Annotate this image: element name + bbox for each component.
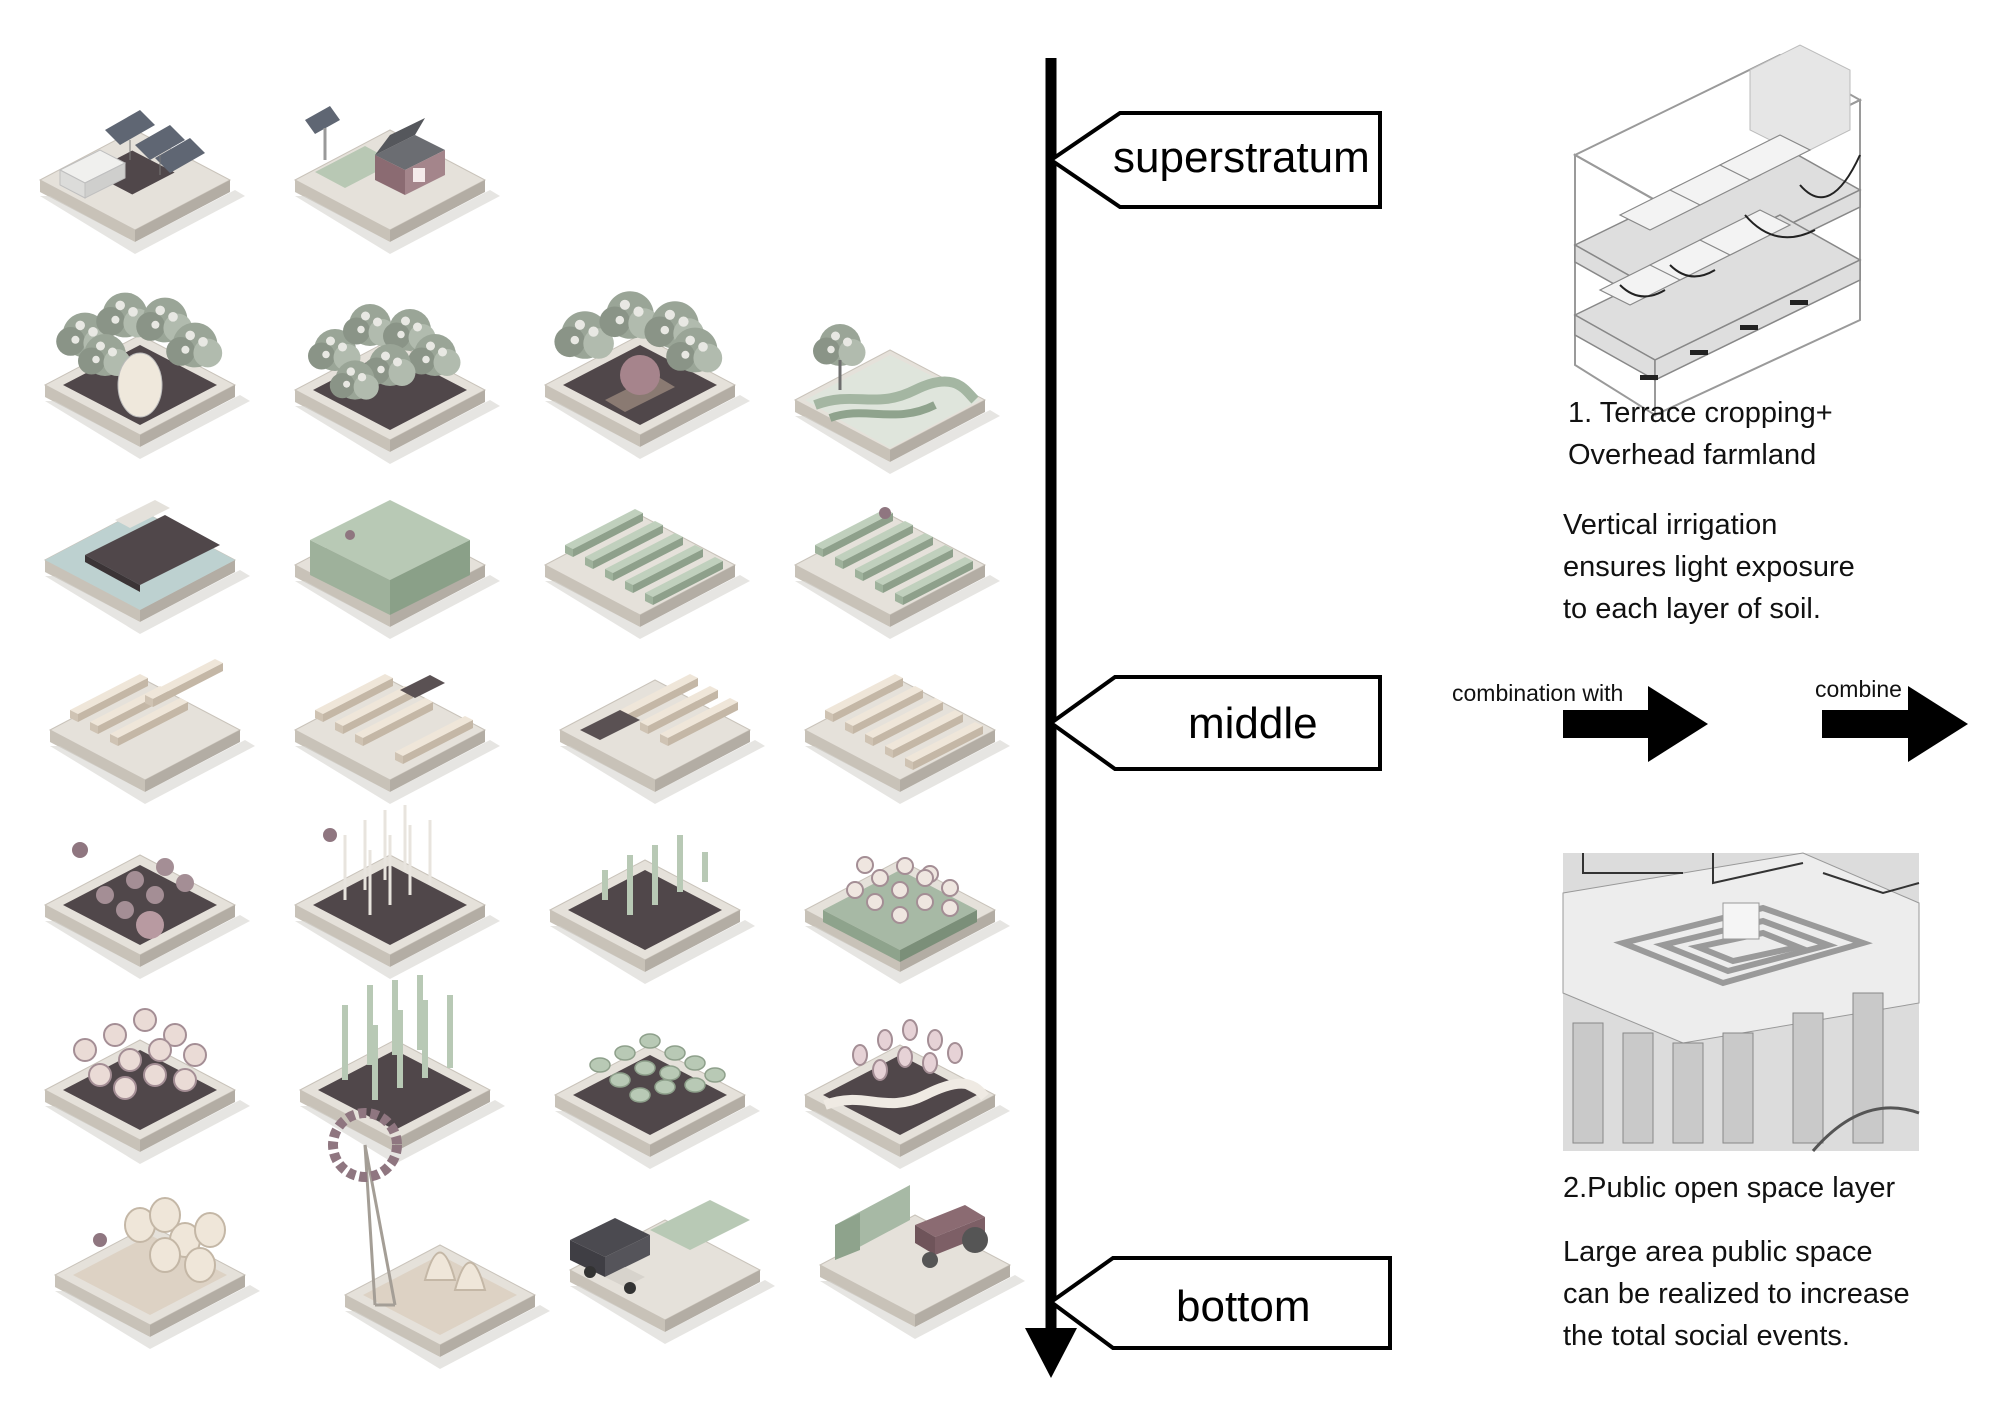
tag-superstratum-shape [1047, 111, 1382, 209]
item1-title: 1. Terrace cropping+ Overhead farmland [1568, 392, 1968, 476]
combine-label: combine [1815, 676, 1902, 702]
tile-cream-rows-4 [804, 674, 1011, 805]
tile-hay-bales [54, 1197, 261, 1350]
tag-bottom-label: bottom [1176, 1282, 1311, 1331]
tile-sage-rows-2 [794, 507, 1001, 640]
tile-cream-rows-3 [559, 674, 766, 805]
tile-corn [299, 975, 506, 1165]
vertical-axis [1025, 58, 1077, 1378]
tag-superstratum-label: superstratum [1113, 133, 1370, 182]
tile-water-soil [44, 500, 251, 635]
item1-title-line1: 1. Terrace cropping+ [1568, 397, 1833, 429]
tag-middle-label: middle [1188, 699, 1318, 748]
item2-desc-line3: the total social events. [1563, 1320, 1850, 1352]
tile-greenhouse-solar [39, 110, 246, 255]
tile-sprouts [549, 835, 756, 985]
combination-with-label: combination with [1452, 680, 1624, 706]
tile-orchard-trees [294, 304, 501, 465]
item2-title: 2.Public open space layer [1563, 1172, 1896, 1204]
item2-desc-line2: can be realized to increase [1563, 1278, 1910, 1310]
tile-sage-rows-1 [544, 509, 751, 640]
tile-orchard-apple [544, 291, 751, 460]
tile-windmill [328, 1108, 551, 1370]
tile-sunflowers [44, 1008, 251, 1165]
item1-desc-line3: to each layer of soil. [1563, 593, 1821, 625]
tile-truck [569, 1200, 776, 1345]
tile-leafy-greens [554, 1033, 761, 1170]
public-space-illustration [1562, 852, 1920, 1152]
item1-desc-line2: ensures light exposure [1563, 551, 1855, 583]
tile-orchard-pear [44, 292, 251, 460]
tile-hill-tree [794, 324, 1001, 475]
tile-stakes [294, 805, 501, 980]
tile-tractor [819, 1185, 1026, 1340]
arrow-combine [1822, 686, 1968, 762]
tile-tulips [804, 1019, 1011, 1170]
tile-barn-solar [294, 106, 501, 255]
tag-bottom-shape [1047, 1256, 1392, 1350]
tag-middle-shape [1047, 675, 1382, 771]
item1-title-line2: Overhead farmland [1568, 439, 1817, 471]
item2-description: Large area public space can be realized … [1563, 1231, 1983, 1357]
arrow-combination [1563, 686, 1708, 762]
tile-grass-field [294, 500, 501, 640]
tile-flowers-sage [804, 856, 1011, 985]
tile-cream-rows-2 [294, 674, 501, 805]
item1-description: Vertical irrigation ensures light exposu… [1563, 504, 1983, 630]
tile-cream-rows-1 [49, 659, 256, 805]
tile-pumpkins [44, 842, 251, 980]
item1-desc-line1: Vertical irrigation [1563, 509, 1778, 541]
item2-desc-line1: Large area public space [1563, 1236, 1873, 1268]
terrace-structure-illustration [1572, 44, 1863, 417]
